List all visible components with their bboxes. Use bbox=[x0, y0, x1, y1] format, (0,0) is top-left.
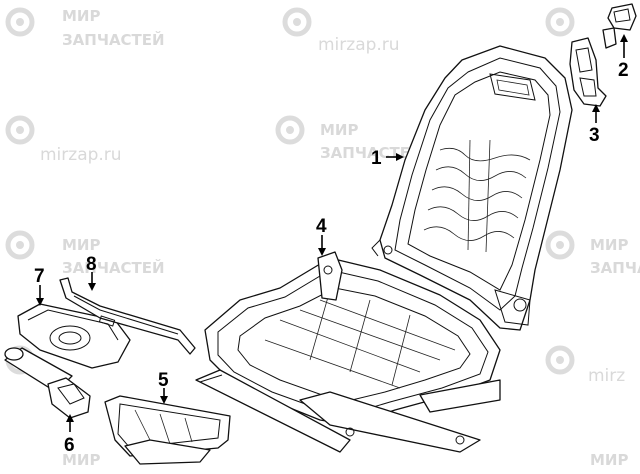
watermark-mc: МИР ЗАПЧАСТЕЙ bbox=[275, 115, 423, 162]
callout-2: 2 bbox=[618, 60, 629, 81]
watermark-brand-8: ЗАПЧАСТЕЙ bbox=[590, 258, 640, 277]
switch-panel-part bbox=[104, 395, 231, 465]
watermark-brand-3: МИР bbox=[320, 121, 358, 139]
watermark-brand-2: ЗАПЧАСТЕЙ bbox=[62, 30, 165, 49]
watermark-br: mirz МИР bbox=[545, 345, 628, 469]
watermark-tr bbox=[545, 7, 575, 37]
watermark-url-2: mirzap.ru bbox=[40, 145, 122, 165]
watermark-url-1: mirzap.ru bbox=[318, 35, 400, 55]
watermark-brand-9: МИР bbox=[62, 451, 100, 469]
watermark-tc: mirzap.ru bbox=[282, 7, 400, 55]
callout-3: 3 bbox=[589, 125, 600, 146]
side-bracket-part bbox=[569, 37, 607, 107]
watermark-brand-5: МИР bbox=[62, 236, 100, 254]
watermark-l2: МИР ЗАПЧАСТЕЙ bbox=[5, 230, 165, 277]
callout-4: 4 bbox=[316, 216, 327, 237]
watermark-brand-7: МИР bbox=[590, 236, 628, 254]
seat-cushion-frame bbox=[195, 251, 501, 453]
callout-8: 8 bbox=[86, 254, 97, 275]
watermark-brand-10: МИР bbox=[590, 451, 628, 469]
blower-housing-part bbox=[17, 303, 131, 369]
callout-7: 7 bbox=[34, 266, 45, 287]
watermark-brand-1: МИР bbox=[62, 7, 100, 25]
knob-part bbox=[602, 3, 637, 49]
seat-back-frame bbox=[371, 45, 573, 331]
cylinder-part bbox=[4, 347, 91, 419]
callout-5: 5 bbox=[158, 370, 169, 391]
watermark-ml: mirzap.ru bbox=[5, 115, 122, 165]
watermark-brand-6: ЗАПЧАСТЕЙ bbox=[62, 258, 165, 277]
watermark-tl: МИР ЗАПЧАСТЕЙ bbox=[5, 7, 165, 49]
callout-1: 1 bbox=[371, 148, 382, 169]
watermark-url-3: mirz bbox=[588, 366, 625, 386]
watermark-r2: МИР ЗАПЧАСТЕЙ bbox=[545, 230, 640, 277]
callout-leaders bbox=[36, 34, 628, 432]
harness-bracket-part bbox=[59, 277, 196, 355]
callout-6: 6 bbox=[64, 435, 75, 456]
